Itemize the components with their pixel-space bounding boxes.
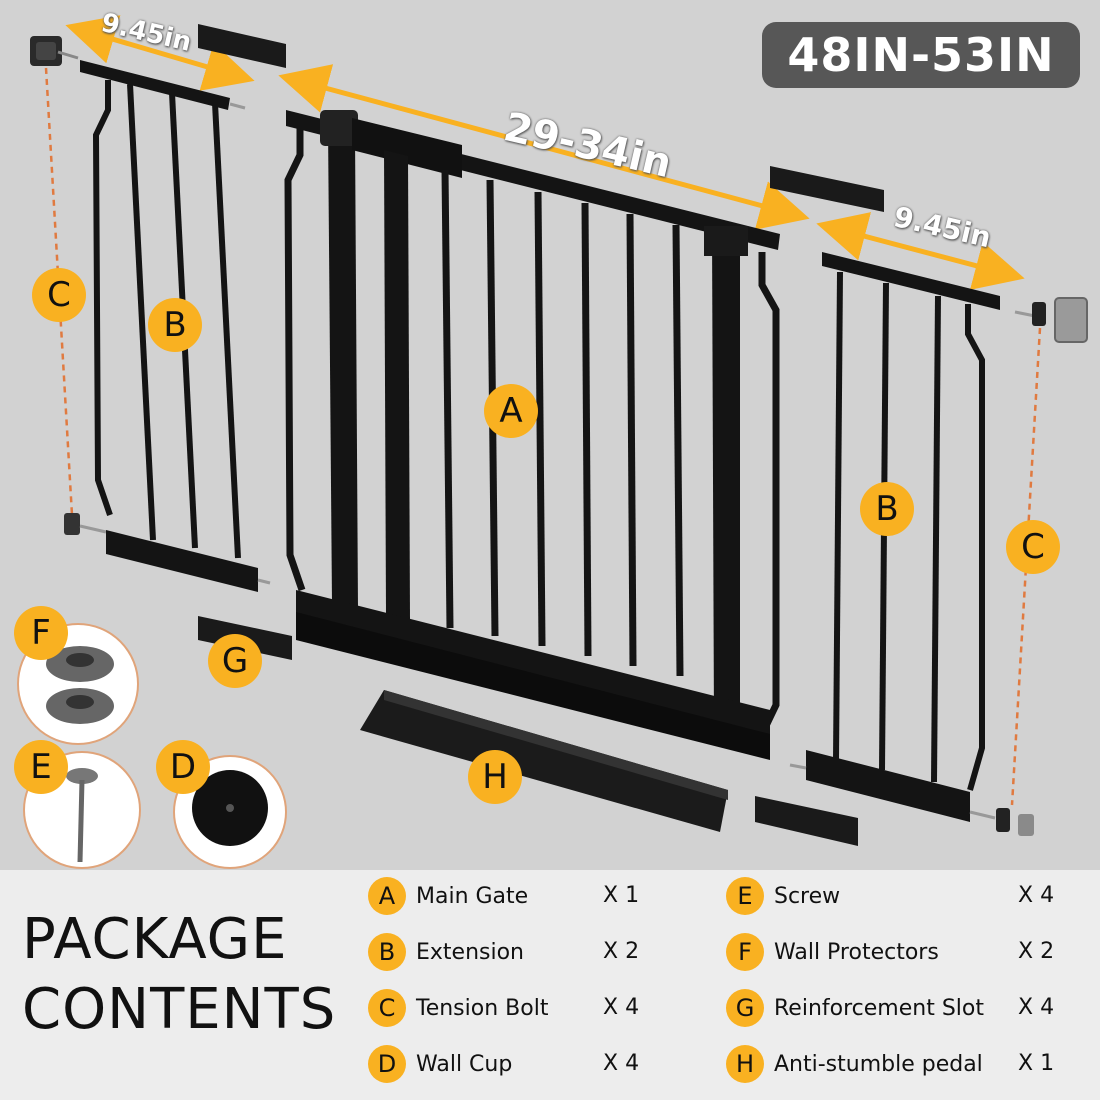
bolt-right-bottom — [969, 808, 1034, 836]
list-item: H Anti-stumble pedal — [726, 1044, 983, 1084]
callout-d: D — [156, 740, 210, 794]
callout-e: E — [14, 740, 68, 794]
list-item: C Tension Bolt — [368, 988, 548, 1028]
callout-h: H — [468, 750, 522, 804]
item-qty: X 1 — [603, 883, 640, 908]
wall-cup-left-top — [30, 36, 79, 66]
list-item: A Main Gate — [368, 876, 528, 916]
item-letter-badge: G — [726, 989, 764, 1027]
callout-b-right: B — [860, 482, 914, 536]
item-letter-badge: D — [368, 1045, 406, 1083]
item-qty: X 4 — [603, 1051, 640, 1076]
item-name: Wall Cup — [416, 1051, 513, 1077]
list-item: G Reinforcement Slot — [726, 988, 984, 1028]
item-letter-badge: E — [726, 877, 764, 915]
callout-g: G — [208, 634, 262, 688]
dim-arrow-main — [278, 64, 810, 230]
item-qty: X 4 — [603, 995, 640, 1020]
item-qty: X 4 — [1018, 995, 1055, 1020]
callout-c-left: C — [32, 268, 86, 322]
product-illustration: 48IN-53IN 9.45in 29-34in 9.45in A B B C … — [14, 8, 1088, 869]
item-name: Screw — [774, 883, 841, 909]
list-item: D Wall Cup — [368, 1044, 512, 1084]
item-letter-badge: C — [368, 989, 406, 1027]
item-letter-badge: A — [368, 877, 406, 915]
title-line-1: PACKAGE — [22, 907, 288, 972]
package-contents-title: PACKAGE CONTENTS — [22, 905, 336, 1045]
item-name: Wall Protectors — [774, 939, 939, 965]
item-letter-badge: H — [726, 1045, 764, 1083]
title-line-2: CONTENTS — [22, 977, 337, 1042]
item-qty: X 1 — [1018, 1051, 1055, 1076]
list-item: B Extension — [368, 932, 524, 972]
item-name: Main Gate — [416, 883, 529, 909]
item-qty: X 4 — [1018, 883, 1055, 908]
anti-stumble-pedal — [360, 690, 728, 832]
slot-top-right — [770, 166, 884, 212]
item-name: Reinforcement Slot — [774, 995, 984, 1021]
gate-drawing — [17, 15, 1088, 869]
item-qty: X 2 — [603, 939, 640, 964]
list-item: F Wall Protectors — [726, 932, 939, 972]
package-contents-panel: PACKAGE CONTENTS A Main Gate X 1 B Exten… — [0, 870, 1100, 1100]
callout-b-left: B — [148, 298, 202, 352]
extension-right — [789, 252, 1000, 822]
callout-a: A — [484, 384, 538, 438]
callout-f: F — [14, 606, 68, 660]
bolt-right-top — [1014, 297, 1088, 343]
list-item: E Screw — [726, 876, 840, 916]
guide-line-right — [1010, 327, 1042, 806]
slot-lower-right — [755, 796, 858, 846]
main-gate — [284, 110, 780, 760]
dim-arrow-left — [65, 15, 255, 91]
item-name: Anti-stumble pedal — [774, 1051, 983, 1077]
item-name: Tension Bolt — [416, 995, 549, 1021]
item-letter-badge: F — [726, 933, 764, 971]
slot-top-left — [198, 24, 286, 68]
item-letter-badge: B — [368, 933, 406, 971]
dim-arrow-right — [816, 212, 1025, 290]
item-name: Extension — [416, 939, 525, 965]
bolt-left-bottom — [64, 513, 107, 535]
item-qty: X 2 — [1018, 939, 1055, 964]
callout-c-right: C — [1006, 520, 1060, 574]
size-range-badge: 48IN-53IN — [762, 22, 1080, 88]
